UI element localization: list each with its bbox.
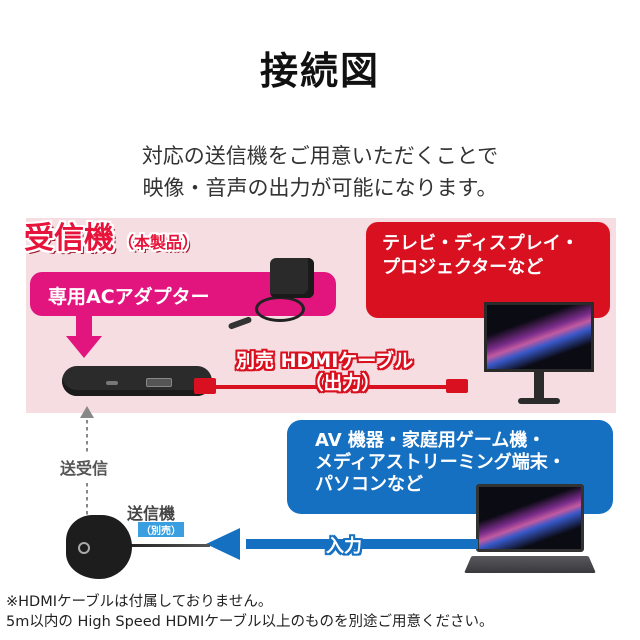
sources-line-1: AV 機器・家庭用ゲーム機・ xyxy=(315,430,546,451)
page-title: 接続図 xyxy=(259,49,380,93)
monitor-image xyxy=(484,302,594,372)
usb-port xyxy=(106,381,118,385)
note-line-1: ※HDMIケーブルは付属しておりません。 xyxy=(6,594,273,610)
hdmi-cable-label-line-1: 別売 HDMIケーブル xyxy=(236,350,414,372)
laptop-image xyxy=(476,484,584,552)
hdmi-port xyxy=(146,378,172,387)
transmitter-sold-separately-badge: （別売） xyxy=(138,522,184,537)
arrow-left-icon xyxy=(206,528,240,560)
note-line-2: 5m以内の High Speed HDMIケーブル以上のものを別途ご用意ください… xyxy=(6,614,494,630)
subtitle-line-2: 映像・音声の出力が可能になります。 xyxy=(142,176,498,200)
laptop-display xyxy=(479,487,581,549)
subtitle: 対応の送信機をご用意いただくことで 映像・音声の出力が可能になります。 xyxy=(0,140,640,204)
transmitter-label: 送信機 xyxy=(127,504,176,523)
hdmi-cable-label: 別売 HDMIケーブル （出力） xyxy=(236,350,413,394)
monitor-stand xyxy=(534,372,544,400)
sources-line-3: パソコンなど xyxy=(315,474,423,495)
hdmi-plug-right xyxy=(446,379,468,393)
ac-adapter-image xyxy=(270,258,314,298)
sources-line-2: メディアストリーミング端末・ xyxy=(315,452,566,473)
receiver-heading-text: 受信機 xyxy=(24,221,114,256)
notes: ※HDMIケーブルは付属しておりません。 5m以内の High Speed HD… xyxy=(6,592,493,632)
transmitter-device-image xyxy=(66,515,132,579)
receiver-heading: 受信機（本製品） xyxy=(24,213,198,257)
subtitle-line-1: 対応の送信機をご用意いただくことで xyxy=(141,144,499,168)
receiver-heading-sub: （本製品） xyxy=(118,233,199,252)
input-label: 入力 xyxy=(326,536,362,557)
input-arrow-shaft xyxy=(246,539,478,549)
monitor-screen xyxy=(487,305,591,369)
transmitter-cable xyxy=(126,544,210,547)
adapter-cord xyxy=(255,296,305,322)
receiver-device-image xyxy=(62,366,212,396)
hdmi-output-cable xyxy=(200,385,452,389)
wireless-link-label: 送受信 xyxy=(58,454,111,480)
display-targets-line-1: テレビ・ディスプレイ・ xyxy=(382,233,579,254)
hdmi-plug-left xyxy=(194,378,216,394)
laptop-keyboard xyxy=(464,556,596,573)
arrow-down-icon xyxy=(66,336,102,358)
ac-arrow-stem xyxy=(76,316,92,338)
monitor-base xyxy=(518,398,560,404)
power-button-icon xyxy=(78,542,90,554)
hdmi-cable-label-line-2: （出力） xyxy=(304,372,381,394)
display-targets-line-2: プロジェクターなど xyxy=(382,257,544,278)
arrow-up-icon xyxy=(80,406,94,418)
display-targets-callout: テレビ・ディスプレイ・ プロジェクターなど xyxy=(366,222,610,318)
